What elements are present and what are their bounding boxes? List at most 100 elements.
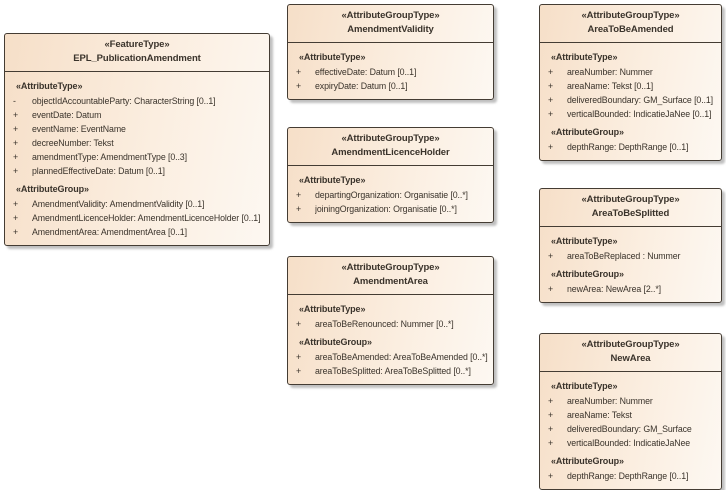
compartment-label: «AttributeType» — [16, 81, 83, 91]
visibility-marker: + — [548, 396, 554, 406]
compartment-label: «AttributeType» — [299, 52, 366, 62]
attribute-row: + areaNumber: Nummer — [540, 65, 719, 79]
attribute-text: areaToBeReplaced : Nummer — [567, 251, 681, 261]
visibility-marker: + — [548, 410, 554, 420]
class-stereotype: «FeatureType» — [104, 39, 170, 50]
attribute-text: expiryDate: Datum [0..1] — [315, 81, 408, 91]
visibility-marker: + — [13, 227, 19, 237]
attribute-row: + AmendmentArea: AmendmentArea [0..1] — [5, 225, 267, 239]
attribute-row: + plannedEffectiveDate: Datum [0..1] — [5, 164, 267, 178]
attribute-row: + areaToBeSplitted: AreaToBeSplitted [0..… — [288, 364, 491, 378]
attribute-text: decreeNumber: Tekst — [32, 138, 114, 148]
attribute-row: + newArea: NewArea [2..*] — [540, 282, 719, 296]
class-header: «AttributeGroupType»AmendmentLicenceHold… — [288, 128, 493, 166]
class-name: NewArea — [610, 353, 651, 364]
visibility-marker: + — [548, 438, 554, 448]
compartment-label: «AttributeGroup» — [551, 269, 624, 279]
attribute-text: areaToBeSplitted: AreaToBeSplitted [0..*… — [315, 366, 471, 376]
attribute-text: objectIdAccountableParty: CharacterStrin… — [32, 96, 216, 106]
uml-class-epl-publicationamendment[interactable]: «FeatureType» EPL_PublicationAmendment «At… — [4, 33, 270, 246]
attribute-text: areaNumber: Nummer — [567, 67, 653, 77]
attribute-row: - objectIdAccountableParty: CharacterStri… — [5, 94, 267, 108]
visibility-marker: + — [13, 124, 19, 134]
class-header: «AttributeGroupType» AreaToBeSplitted — [540, 189, 721, 227]
class-name: EPL_PublicationAmendment — [73, 53, 201, 64]
class-header: «AttributeGroupType»AreaToBeAmended — [540, 5, 721, 43]
class-stereotype: «AttributeGroupType» — [581, 339, 680, 350]
class-name: AreaToBeSplitted — [591, 208, 670, 219]
attribute-row: + AmendmentValidity: AmendmentValidity [0… — [5, 197, 267, 211]
uml-class-amendmentvalidity[interactable]: «AttributeGroupType»AmendmentValidity «At… — [287, 4, 494, 100]
visibility-marker: + — [296, 319, 302, 329]
compartment-label: «AttributeGroup» — [551, 456, 624, 466]
visibility-marker: + — [548, 95, 554, 105]
attribute-text: amendmentType: AmendmentType [0..3] — [32, 152, 187, 162]
class-header: «FeatureType» EPL_PublicationAmendment — [5, 34, 269, 72]
attribute-text: eventName: EventName — [32, 124, 126, 134]
uml-class-areatobeamended[interactable]: «AttributeGroupType»AreaToBeAmended «Attr… — [539, 4, 722, 161]
attribute-text: AmendmentValidity: AmendmentValidity [0.… — [32, 199, 205, 209]
attribute-text: departingOrganization: Organisatie [0..*… — [315, 190, 468, 200]
class-stereotype: «AttributeGroupType» — [341, 133, 440, 144]
attribute-row: +decreeNumber: Tekst — [5, 136, 267, 150]
compartment-label: «AttributeGroup» — [551, 127, 624, 137]
attribute-row: +expiryDate: Datum [0..1] — [288, 79, 491, 93]
attribute-row: +AmendmentLicenceHolder: AmendmentLicenc… — [5, 211, 267, 225]
visibility-marker: - — [13, 96, 16, 106]
visibility-marker: + — [548, 67, 554, 77]
attribute-text: AmendmentArea: AmendmentArea [0..1] — [32, 227, 187, 237]
class-attributes-compartment: «AttributeType» + areaNumber: Nummer +areaN… — [540, 372, 721, 489]
visibility-marker: + — [548, 471, 554, 481]
class-attributes-compartment: «AttributeType»- objectIdAccountableParty… — [5, 72, 269, 245]
class-name: AmendmentArea — [353, 276, 428, 287]
attribute-text: deliveredBoundary: GM_Surface — [567, 424, 692, 434]
attribute-text: areaNumber: Nummer — [567, 396, 653, 406]
compartment-label: «AttributeGroup» — [16, 184, 89, 194]
visibility-marker: + — [548, 284, 554, 294]
visibility-marker: + — [548, 424, 554, 434]
visibility-marker: + — [548, 142, 554, 152]
attribute-text: plannedEffectiveDate: Datum [0..1] — [32, 166, 165, 176]
visibility-marker: + — [296, 204, 302, 214]
attribute-row: + areaNumber: Nummer — [540, 394, 719, 408]
visibility-marker: + — [296, 67, 302, 77]
attribute-text: areaToBeRenounced: Nummer [0..*] — [315, 319, 454, 329]
class-attributes-compartment: «AttributeType» + departingOrganization: O… — [288, 166, 493, 222]
uml-class-newarea[interactable]: «AttributeGroupType» NewArea «AttributeTyp… — [539, 333, 722, 490]
uml-class-amendmentarea[interactable]: «AttributeGroupType» AmendmentArea «Attrib… — [287, 256, 494, 385]
class-stereotype: «AttributeGroupType» — [341, 262, 440, 273]
compartment-label: «AttributeGroup» — [299, 337, 372, 347]
visibility-marker: + — [548, 81, 554, 91]
visibility-marker: + — [13, 110, 19, 120]
attribute-row: +joiningOrganization: Organisatie [0..*] — [288, 202, 491, 216]
visibility-marker: + — [13, 199, 19, 209]
compartment-label: «AttributeType» — [551, 52, 618, 62]
attribute-row: +areaName: Tekst — [540, 408, 719, 422]
attribute-text: verticalBounded: IndicatieJaNee [0..1] — [567, 109, 712, 119]
visibility-marker: + — [13, 152, 19, 162]
attribute-row: +eventDate: Datum — [5, 108, 267, 122]
visibility-marker: + — [296, 366, 302, 376]
compartment-label: «AttributeType» — [299, 175, 366, 185]
class-attributes-compartment: «AttributeType»+areaNumber: Nummer+areaN… — [540, 43, 721, 160]
class-attributes-compartment: «AttributeType» + areaToBeRenounced: Numme… — [288, 295, 493, 384]
class-attributes-compartment: «AttributeType» + areaToBeReplaced : Numme… — [540, 227, 721, 302]
attribute-text: newArea: NewArea [2..*] — [567, 284, 662, 294]
visibility-marker: + — [13, 213, 19, 223]
attribute-row: + deliveredBoundary: GM_Surface [0..1] — [540, 93, 719, 107]
visibility-marker: + — [548, 251, 554, 261]
attribute-row: +depthRange: DepthRange [0..1] — [540, 140, 719, 154]
class-stereotype: «AttributeGroupType» — [581, 194, 680, 205]
attribute-text: deliveredBoundary: GM_Surface [0..1] — [567, 95, 714, 105]
attribute-row: +areaToBeAmended: AreaToBeAmended [0..*] — [288, 350, 491, 364]
uml-class-areatobesplitted[interactable]: «AttributeGroupType»AreaToBeSplitted«Att… — [539, 188, 722, 303]
uml-class-amendmentlicenceholder[interactable]: «AttributeGroupType»AmendmentLicenceHold… — [287, 127, 494, 223]
compartment-label: «AttributeType» — [551, 236, 618, 246]
class-header: «AttributeGroupType»AmendmentValidity — [288, 5, 493, 43]
compartment-label: «AttributeType» — [299, 304, 366, 314]
attribute-row: + eventName: EventName — [5, 122, 267, 136]
attribute-text: verticalBounded: IndicatieJaNee — [567, 438, 691, 448]
attribute-row: +effectiveDate: Datum [0..1] — [288, 65, 491, 79]
visibility-marker: + — [13, 166, 19, 176]
compartment-label: «AttributeType» — [551, 381, 618, 391]
